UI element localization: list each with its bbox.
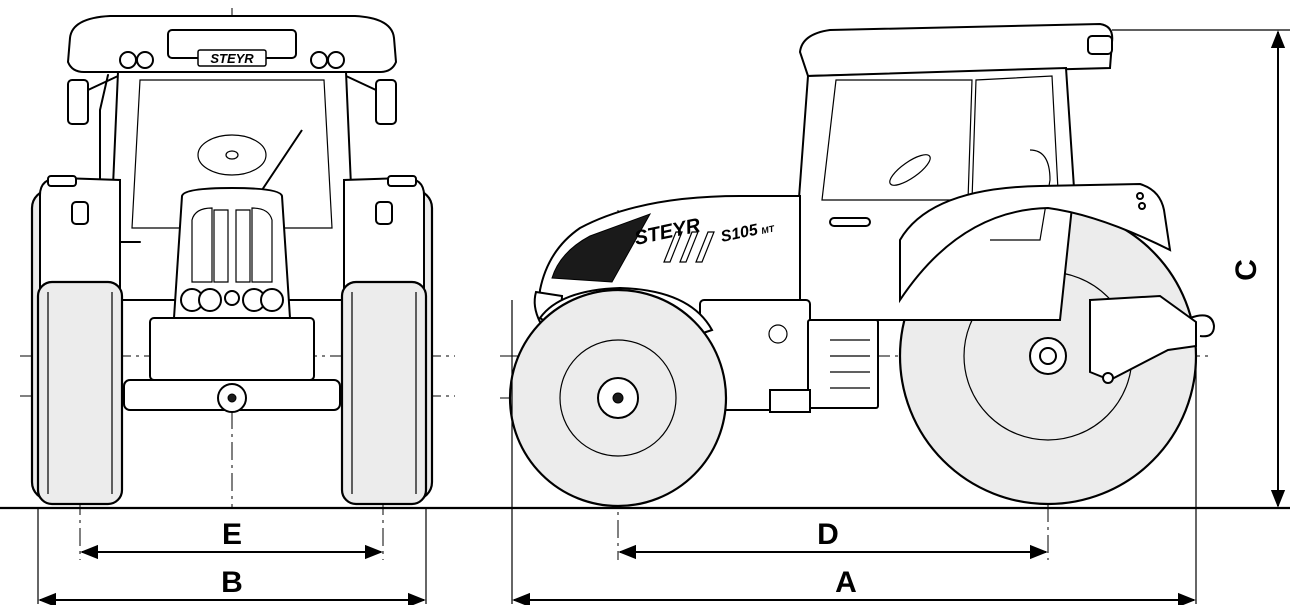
dimension-label-d: D [817,518,839,551]
model-suffix-badge: MT [760,223,776,236]
dimension-label-c: C [1230,259,1263,281]
front-view: STEYR [20,8,455,605]
side-view: STEYR S105 MT C D [500,22,1290,605]
dimension-label-b: B [221,566,243,599]
dimension-label-a: A [835,566,857,599]
dimension-label-e: E [222,518,242,551]
front-brand-logo: STEYR [210,51,254,66]
